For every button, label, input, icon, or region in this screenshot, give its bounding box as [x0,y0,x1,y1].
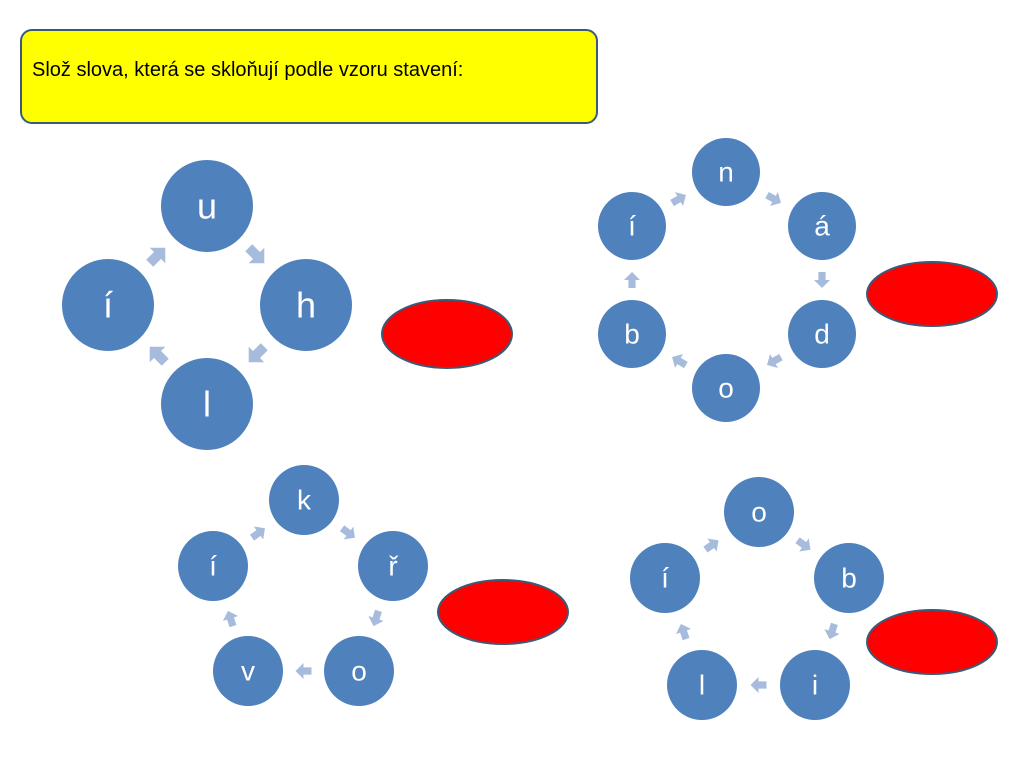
letter-label: o [751,497,767,528]
letter-label: i [812,670,818,701]
cycle-arrow [248,343,268,363]
answer-oval-2[interactable] [866,261,998,327]
letter-label: d [814,319,830,350]
letter-circle [324,636,394,706]
letter-circle [598,192,666,260]
letter-label: b [624,319,640,350]
cycle-arrow [765,191,781,206]
letter-circle [358,531,428,601]
cycle-arrow [624,272,640,288]
cycle-arrow [672,354,688,369]
cycle-arrow [249,526,265,541]
cycle-arrow [368,609,384,627]
letter-cycle-1: u h l í [62,160,352,450]
cycle-arrow [245,244,265,264]
cycle-arrow [767,353,783,368]
letter-cycle-4: o b i l í [630,477,884,720]
answer-oval-3[interactable] [437,579,569,645]
letter-circle [724,477,794,547]
letter-label: í [628,211,636,242]
answer-oval-1[interactable] [381,299,513,369]
cycle-arrow [750,677,767,693]
letter-circle [178,531,248,601]
letter-label: l [203,384,211,425]
cycle-arrow [795,537,811,552]
letter-label: o [351,656,367,687]
cycle-arrow [814,272,830,288]
letter-label: í [661,563,669,594]
letter-label: k [297,485,312,516]
letter-cycle-3: k ř o v í [178,465,428,706]
letter-label: v [241,656,255,687]
letter-circle [788,192,856,260]
letter-circle [269,465,339,535]
letter-circle [630,543,700,613]
letter-circle [161,160,253,252]
letter-circle [598,300,666,368]
cycle-arrow [824,622,840,640]
letter-cycle-2: n á d o b í [598,138,856,422]
letter-label: u [197,186,217,227]
letter-circle [780,650,850,720]
letter-label: í [103,285,113,326]
letter-circle [788,300,856,368]
letter-circle [667,650,737,720]
letter-circle [692,354,760,422]
cycle-arrow [339,525,355,540]
letter-circle [692,138,760,206]
instruction-box: Slož slova, která se skloňují podle vzor… [20,29,598,124]
instruction-text: Slož slova, která se skloňují podle vzor… [32,59,464,81]
letter-label: o [718,373,734,404]
letter-circle [814,543,884,613]
letter-label: í [209,551,217,582]
letter-circle [62,259,154,351]
letter-label: b [841,563,857,594]
cycle-arrow [146,247,166,267]
cycle-arrow [222,610,239,628]
letter-label: h [296,285,316,326]
cycle-arrow [703,538,719,553]
letter-label: ř [388,551,398,582]
cycle-arrow [149,346,169,366]
letter-circle [161,358,253,450]
cycle-arrow [295,663,312,679]
letter-label: n [718,157,734,188]
letter-circle [260,259,352,351]
letter-circle [213,636,283,706]
letter-label: l [699,670,705,701]
cycle-arrow [670,192,686,207]
cycle-arrow [675,623,692,641]
answer-oval-4[interactable] [866,609,998,675]
letter-label: á [814,211,830,242]
